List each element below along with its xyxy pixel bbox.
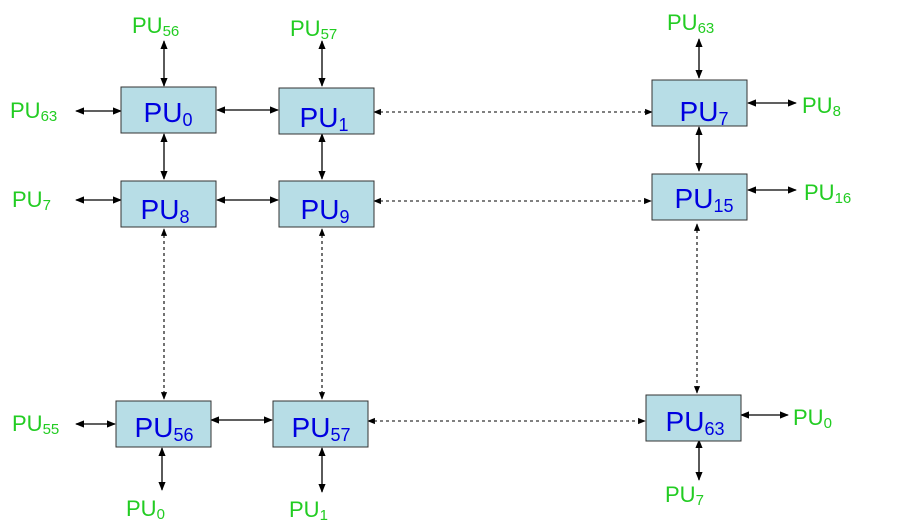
pu-node-9-label: PU9 [301, 194, 350, 227]
pu-node-56-box [115, 400, 212, 448]
pu-node-56: PU56 [115, 400, 212, 448]
pu-node-15-label: PU15 [675, 183, 734, 216]
ext-label-top-56: PU56 [132, 13, 179, 40]
dashed-connectors [160, 108, 701, 425]
pu-node-63-label: PU63 [666, 406, 725, 439]
external-connectors [75, 38, 797, 493]
ext-label-right-8: PU8 [802, 93, 841, 120]
pu-node-63: PU63 [645, 394, 742, 442]
ext-label-left-7: PU7 [12, 187, 51, 214]
pu-node-1: PU1 [278, 87, 375, 135]
pu-node-8-box [120, 180, 217, 228]
ext-label-top-63: PU63 [667, 10, 714, 37]
pu-node-57-label: PU57 [292, 412, 351, 445]
ext-label-bottom-0: PU0 [126, 496, 165, 523]
pu-node-15: PU15 [651, 173, 748, 221]
pu-node-1-box [278, 87, 375, 135]
ext-label-right-16: PU16 [804, 180, 851, 207]
pu-node-63-box [645, 394, 742, 442]
ext-label-top-57: PU57 [290, 16, 337, 43]
pu-node-7: PU7 [651, 79, 748, 129]
ext-label-bottom-7: PU7 [665, 482, 704, 509]
pu-node-56-label: PU56 [135, 412, 194, 445]
ext-label-left-63: PU63 [10, 98, 57, 125]
internal-connectors [160, 106, 703, 424]
pu-node-0: PU0 [120, 86, 217, 134]
pu-node-0-box [120, 86, 217, 134]
pu-node-7-box [651, 79, 748, 127]
pu-node-57-box [272, 400, 369, 448]
pu-node-1-label: PU1 [300, 102, 349, 135]
ext-label-bottom-1: PU1 [289, 497, 328, 524]
pu-node-0-label: PU0 [144, 97, 193, 130]
pu-node-8: PU8 [120, 180, 217, 228]
pu-node-15-box [651, 173, 748, 221]
pu-node-8-label: PU8 [141, 194, 190, 227]
pu-node-9: PU9 [278, 180, 375, 228]
pu-node-57: PU57 [272, 400, 369, 448]
ext-label-left-55: PU55 [12, 411, 59, 438]
ext-label-right-0: PU0 [793, 405, 832, 432]
pu-node-7-label: PU7 [680, 96, 729, 129]
pu-node-9-box [278, 180, 375, 228]
